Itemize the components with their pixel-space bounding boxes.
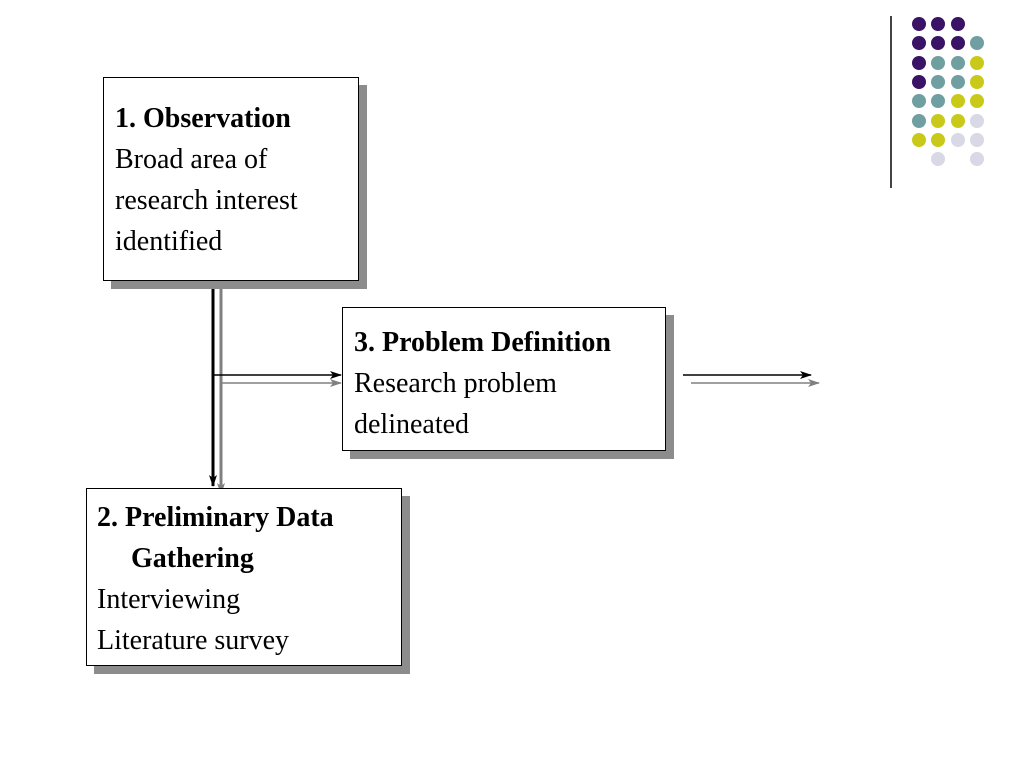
problem-definition-title: 3. Problem Definition xyxy=(354,327,611,358)
decorative-dot xyxy=(969,113,984,128)
preliminary-title-line-1: 2. Preliminary Data xyxy=(97,502,334,533)
decorative-dot xyxy=(969,152,984,167)
decorative-dot xyxy=(969,132,984,147)
decorative-dot xyxy=(950,74,965,89)
decorative-dot xyxy=(950,132,965,147)
decorative-dot xyxy=(912,74,926,89)
observation-line-3: identified xyxy=(115,226,223,257)
decorative-dot xyxy=(931,94,946,109)
preliminary-line-2: Literature survey xyxy=(97,625,290,656)
decorative-dot xyxy=(912,55,926,70)
decorative-dot xyxy=(912,36,926,51)
decorative-dot xyxy=(969,74,984,89)
decorative-dot xyxy=(931,74,946,89)
decorative-dot xyxy=(912,94,926,109)
decorative-dot xyxy=(931,36,946,51)
problem-definition-line-1: Research problem xyxy=(354,368,557,399)
decorative-dot xyxy=(969,94,984,109)
problem-definition-box: 3. Problem Definition Research problem d… xyxy=(342,307,666,451)
decorative-dot xyxy=(950,36,965,51)
observation-box: 1. Observation Broad area of research in… xyxy=(103,77,359,281)
preliminary-title-line-2: Gathering xyxy=(131,543,254,574)
decorative-dot xyxy=(931,17,946,31)
decorative-dot xyxy=(950,55,965,70)
problem-definition-line-2: delineated xyxy=(354,409,470,440)
decorative-dot xyxy=(931,152,946,167)
decorative-vertical-rule xyxy=(890,16,892,188)
observation-line-1: Broad area of xyxy=(115,144,268,175)
decorative-dot xyxy=(931,132,946,147)
decorative-dot xyxy=(931,113,946,128)
decorative-dot xyxy=(950,94,965,109)
decorative-dot xyxy=(950,17,965,31)
decorative-dot xyxy=(912,17,926,31)
observation-title: 1. Observation xyxy=(115,103,291,134)
decorative-dot xyxy=(969,55,984,70)
decorative-dot xyxy=(950,113,965,128)
decorative-dot xyxy=(931,55,946,70)
observation-line-2: research interest xyxy=(115,185,298,216)
decorative-dot xyxy=(969,36,984,51)
preliminary-box: 2. Preliminary Data Gathering Interviewi… xyxy=(86,488,402,666)
decorative-dot xyxy=(912,113,926,128)
decorative-dot xyxy=(912,132,926,147)
preliminary-line-1: Interviewing xyxy=(97,584,241,615)
